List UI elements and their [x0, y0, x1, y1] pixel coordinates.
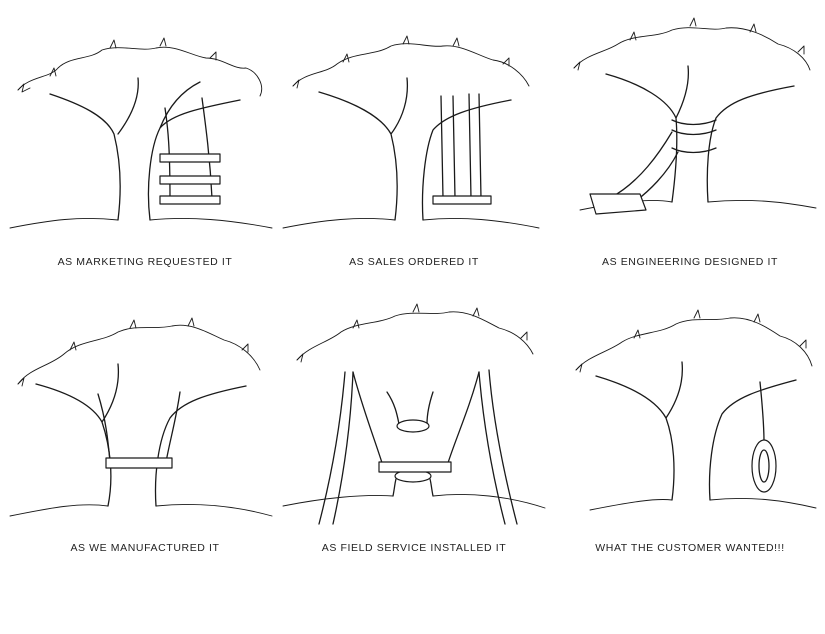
caption-sales: AS SALES ORDERED IT — [349, 256, 479, 268]
ground — [9, 217, 273, 229]
ground — [589, 497, 817, 511]
tree-canopy — [575, 317, 813, 371]
tree-trunk — [595, 361, 797, 501]
panel-marketing: AS MARKETING REQUESTED IT — [9, 37, 280, 273]
tree-trunk — [49, 77, 241, 221]
swing-seat — [378, 461, 452, 473]
panel-field-service: AS FIELD SERVICE INSTALLED IT — [282, 303, 546, 560]
field-service-illustration — [282, 303, 546, 525]
swing-seat — [432, 195, 492, 205]
ground — [282, 217, 540, 229]
panel-sales: AS SALES ORDERED IT — [282, 35, 545, 273]
caption-marketing: AS MARKETING REQUESTED IT — [57, 256, 233, 268]
ground — [282, 494, 546, 509]
swing-ropes — [97, 391, 181, 463]
manufactured-illustration — [9, 317, 273, 517]
ladder-rung-1 — [159, 153, 221, 163]
marketing-illustration — [9, 37, 273, 229]
ladder-rung-2 — [159, 175, 221, 185]
customer-illustration — [575, 309, 817, 511]
rope-wrap — [671, 119, 717, 154]
engineering-illustration — [573, 17, 817, 215]
caption-engineering: AS ENGINEERING DESIGNED IT — [601, 256, 779, 268]
swing-seat — [589, 193, 647, 215]
tree-canopy — [573, 27, 811, 71]
swing-seat — [105, 457, 173, 469]
tree-trunk — [605, 65, 795, 203]
swing-rope — [759, 381, 765, 443]
ground — [9, 504, 273, 517]
tire-hole — [758, 449, 770, 483]
sales-illustration — [282, 35, 540, 229]
tree-canopy — [17, 46, 263, 97]
caption-field-service: AS FIELD SERVICE INSTALLED IT — [321, 542, 507, 554]
tree-trunk — [318, 77, 512, 221]
support-pole-left — [318, 371, 354, 525]
caption-manufactured: AS WE MANUFACTURED IT — [70, 542, 220, 554]
swing-ropes — [440, 93, 482, 199]
ladder-rung-3 — [159, 195, 221, 205]
tree-trunk — [35, 363, 247, 507]
tire-swing — [751, 439, 777, 493]
cut-trunk-end — [396, 419, 430, 433]
swing-ropes — [352, 371, 480, 467]
tree-canopy — [296, 311, 534, 361]
swing-ropes — [164, 97, 213, 201]
support-pole-right — [478, 369, 518, 525]
panel-engineering: AS ENGINEERING DESIGNED IT — [560, 17, 820, 273]
tree-trunk-cut — [386, 391, 434, 425]
panel-manufactured: AS WE MANUFACTURED IT — [9, 310, 280, 560]
tree-canopy — [17, 324, 261, 385]
caption-customer: WHAT THE CUSTOMER WANTED!!! — [595, 542, 785, 554]
panel-customer: WHAT THE CUSTOMER WANTED!!! — [560, 309, 820, 560]
tree-canopy — [292, 43, 530, 87]
